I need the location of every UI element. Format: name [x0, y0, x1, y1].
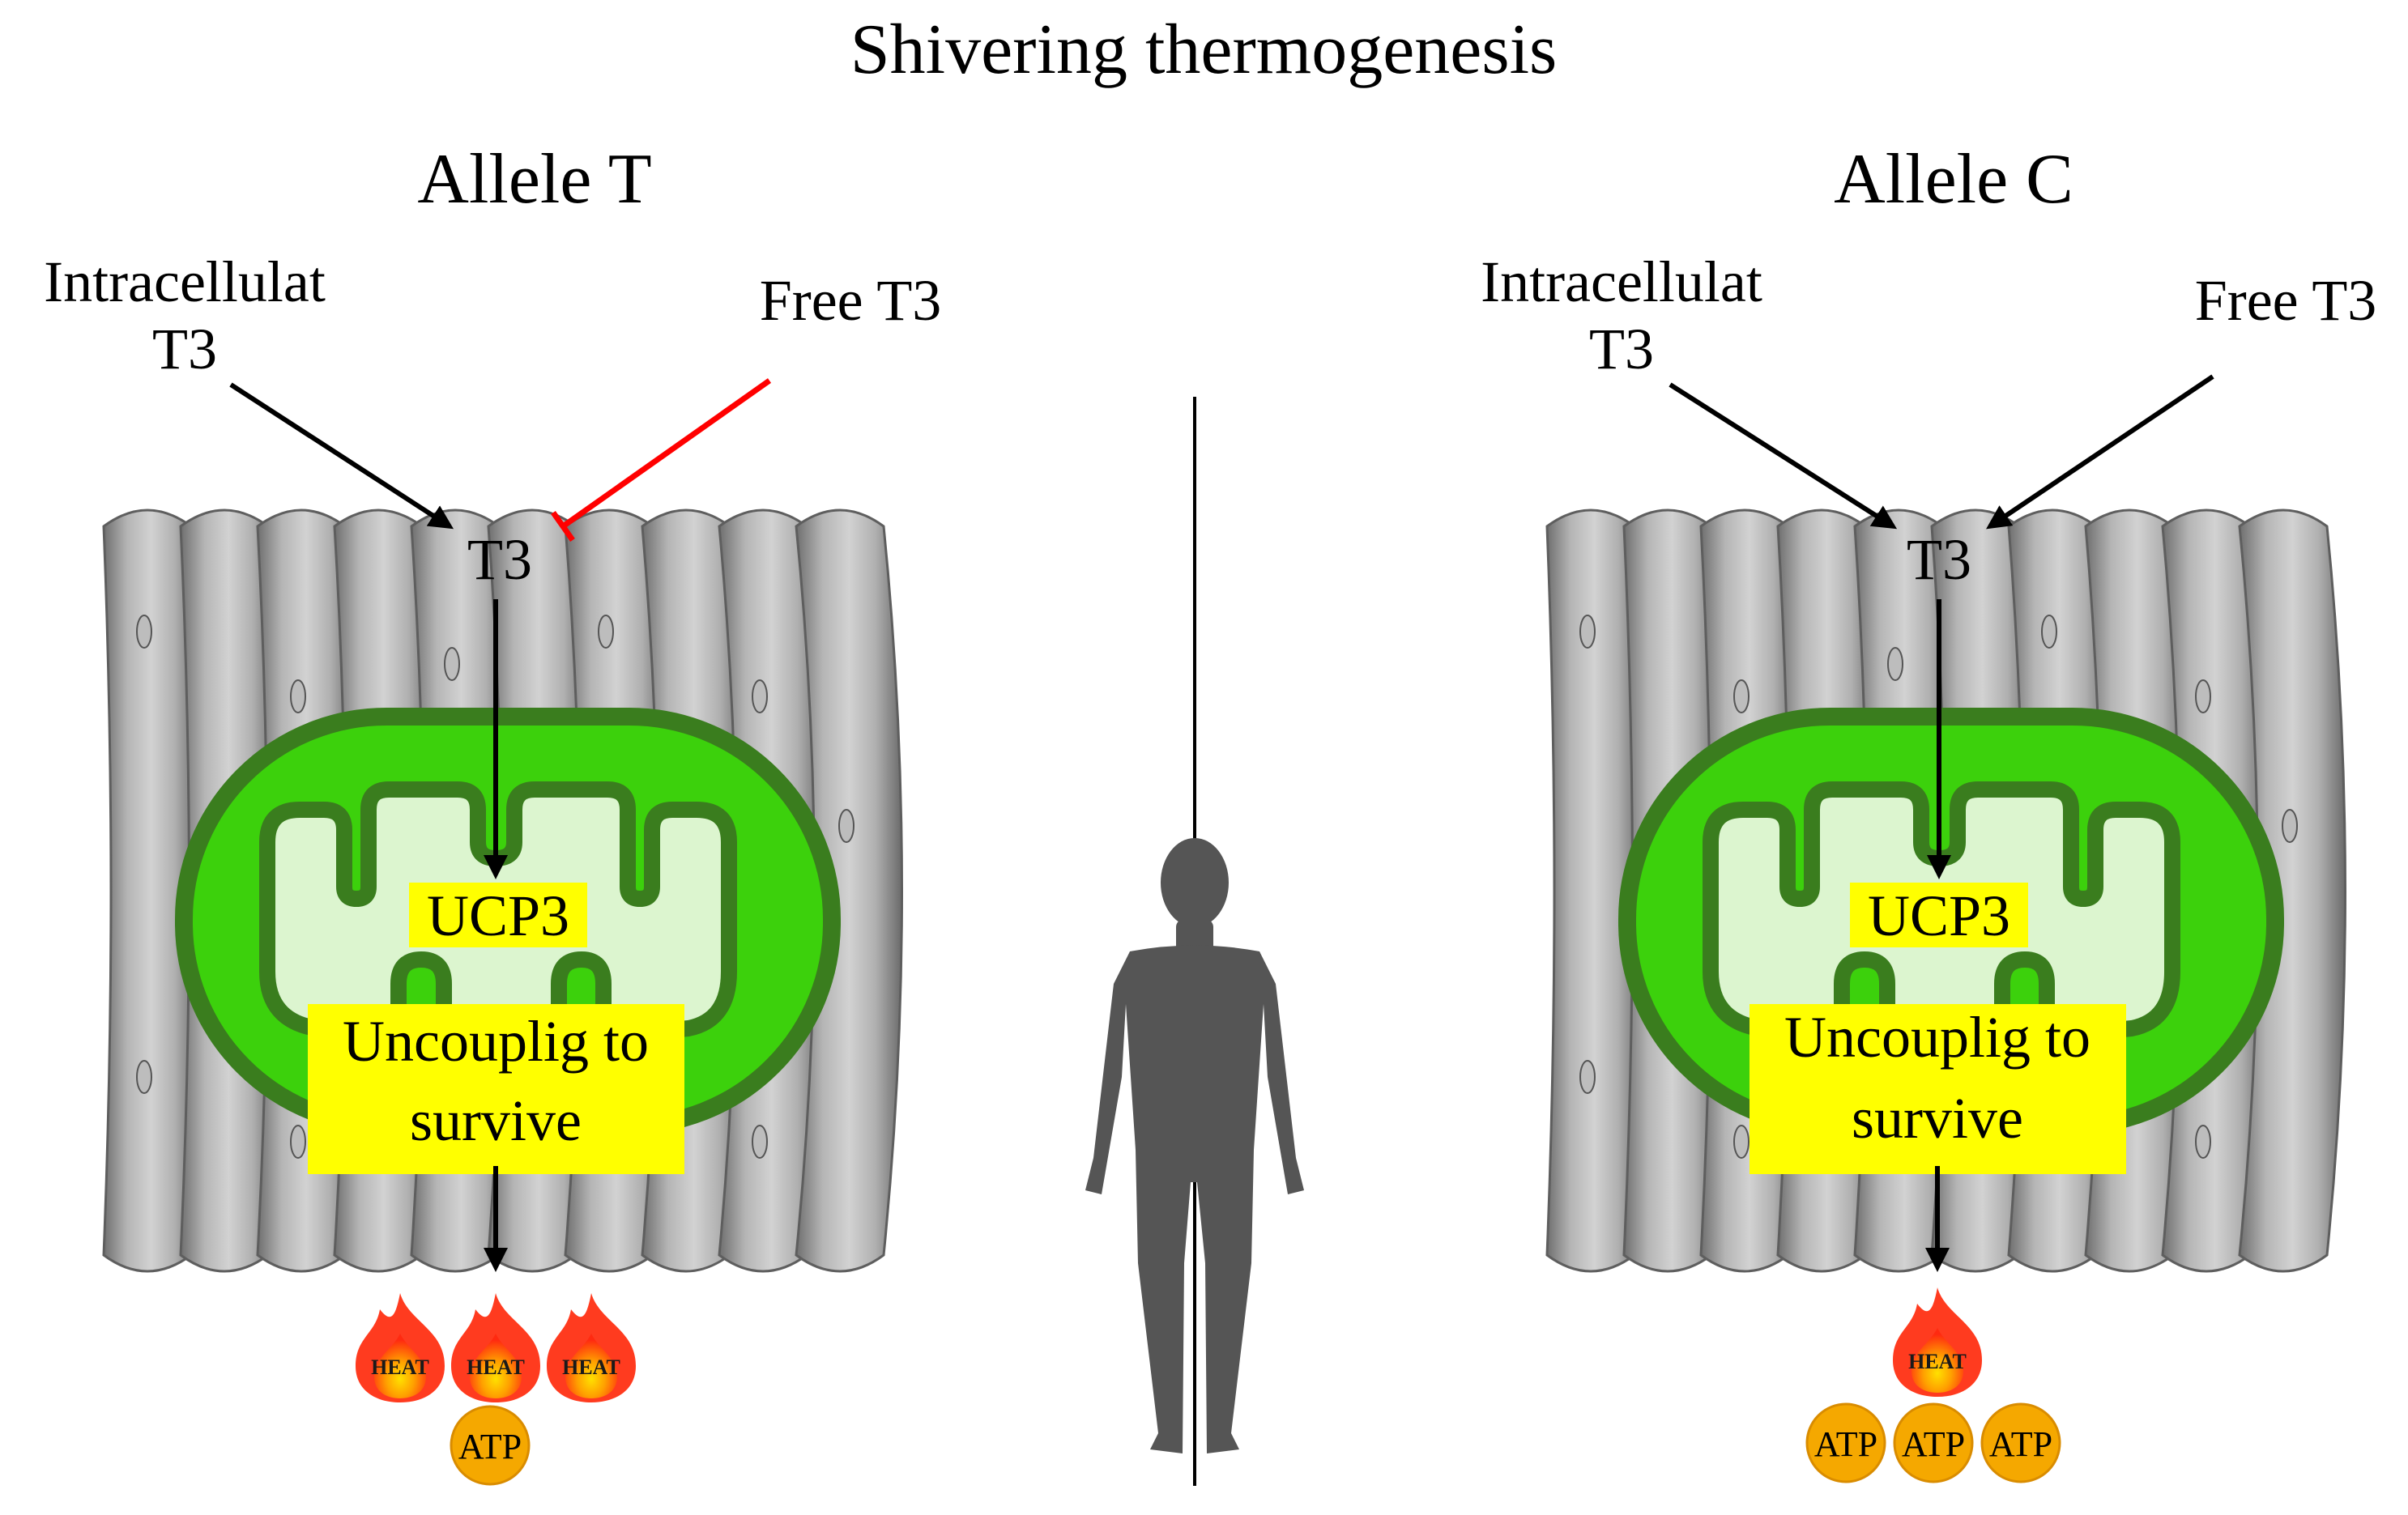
- fiber-nucleus: [136, 1060, 152, 1094]
- uncoupling-box: [308, 1004, 684, 1174]
- fiber-nucleus: [752, 1125, 768, 1159]
- fiber-nucleus: [2195, 1125, 2211, 1159]
- fiber-nucleus: [2195, 679, 2211, 713]
- intracellular-t3-label-line2: T3: [152, 317, 217, 381]
- fiber-nucleus: [136, 615, 152, 649]
- fiber-nucleus: [1733, 679, 1750, 713]
- free-t3-activate-arrow: [1986, 374, 2214, 530]
- free-t3-label: Free T3: [2195, 268, 2377, 333]
- ucp3-label: UCP3: [1868, 883, 2010, 948]
- figure-title: Shivering thermogenesis: [850, 11, 1558, 89]
- fiber-nucleus: [1733, 1125, 1750, 1159]
- atp-outputs: ATP: [450, 1405, 531, 1486]
- t3-label: T3: [1907, 527, 1971, 592]
- atp-label: ATP: [1814, 1424, 1877, 1464]
- flame-icon: HEAT: [451, 1293, 540, 1402]
- allele-label: Allele C: [1834, 140, 2073, 219]
- uncoupling-label-line2: survive: [410, 1088, 582, 1153]
- fiber-nucleus: [752, 679, 768, 713]
- ucp3-label: UCP3: [427, 883, 569, 948]
- fiber-nucleus: [838, 809, 855, 843]
- flame-icon: HEAT: [356, 1293, 445, 1402]
- ucp3-highlight: [409, 883, 587, 947]
- uncoupling-label-line2: survive: [1852, 1086, 2023, 1151]
- fiber-nucleus: [598, 615, 614, 649]
- panel-allele-t: Allele T Intracellulat T3 Free T3 T3 UCP…: [44, 140, 942, 1486]
- atp-label: ATP: [1902, 1424, 1965, 1464]
- atp-label: ATP: [458, 1427, 522, 1466]
- intracellular-t3-label: Intracellulat: [44, 249, 326, 314]
- fiber-nucleus: [2041, 615, 2057, 649]
- free-t3-label: Free T3: [760, 268, 942, 333]
- heat-outputs: HEAT: [1893, 1287, 1982, 1397]
- fiber-nucleus: [1579, 615, 1596, 649]
- flame-icon: HEAT: [547, 1293, 636, 1402]
- intracellular-t3-label: Intracellulat: [1481, 249, 1762, 314]
- free-t3-inhibit-bar: [551, 510, 575, 543]
- uncoupling-label-line1: Uncouplig to: [343, 1009, 649, 1074]
- heat-label: HEAT: [562, 1355, 620, 1379]
- heat-label: HEAT: [1908, 1350, 1967, 1373]
- heat-label: HEAT: [371, 1355, 429, 1379]
- fiber-nucleus: [290, 1125, 306, 1159]
- heat-outputs: HEAT HEAT HEAT: [356, 1293, 636, 1402]
- panel-allele-c: Allele C Intracellulat T3 Free T3 T3 UCP…: [1481, 140, 2377, 1483]
- t3-label: T3: [467, 527, 532, 592]
- atp-circle: ATP: [1805, 1402, 1886, 1483]
- heat-label: HEAT: [467, 1355, 525, 1379]
- fiber-nucleus: [444, 647, 460, 681]
- atp-circle: ATP: [450, 1405, 531, 1486]
- atp-outputs: ATP ATP ATP: [1805, 1402, 2061, 1483]
- atp-circle: ATP: [1893, 1402, 1974, 1483]
- atp-circle: ATP: [1980, 1402, 2061, 1483]
- fiber-nucleus: [1579, 1060, 1596, 1094]
- intracellular-t3-arrow: [1669, 382, 1898, 530]
- uncoupling-label-line1: Uncouplig to: [1784, 1005, 2090, 1070]
- atp-label: ATP: [1989, 1424, 2052, 1464]
- flame-icon: HEAT: [1893, 1287, 1982, 1397]
- fiber-nucleus: [290, 679, 306, 713]
- ucp3-highlight: [1850, 883, 2028, 947]
- uncoupling-box: [1750, 1004, 2126, 1174]
- free-t3-inhibit-line: [560, 378, 772, 529]
- intracellular-t3-label-line2: T3: [1589, 317, 1654, 381]
- human-silhouette: [1085, 838, 1304, 1453]
- intracellular-t3-arrow: [229, 382, 454, 530]
- allele-label: Allele T: [417, 140, 651, 219]
- fiber-nucleus: [1887, 647, 1903, 681]
- fiber-nucleus: [2282, 809, 2298, 843]
